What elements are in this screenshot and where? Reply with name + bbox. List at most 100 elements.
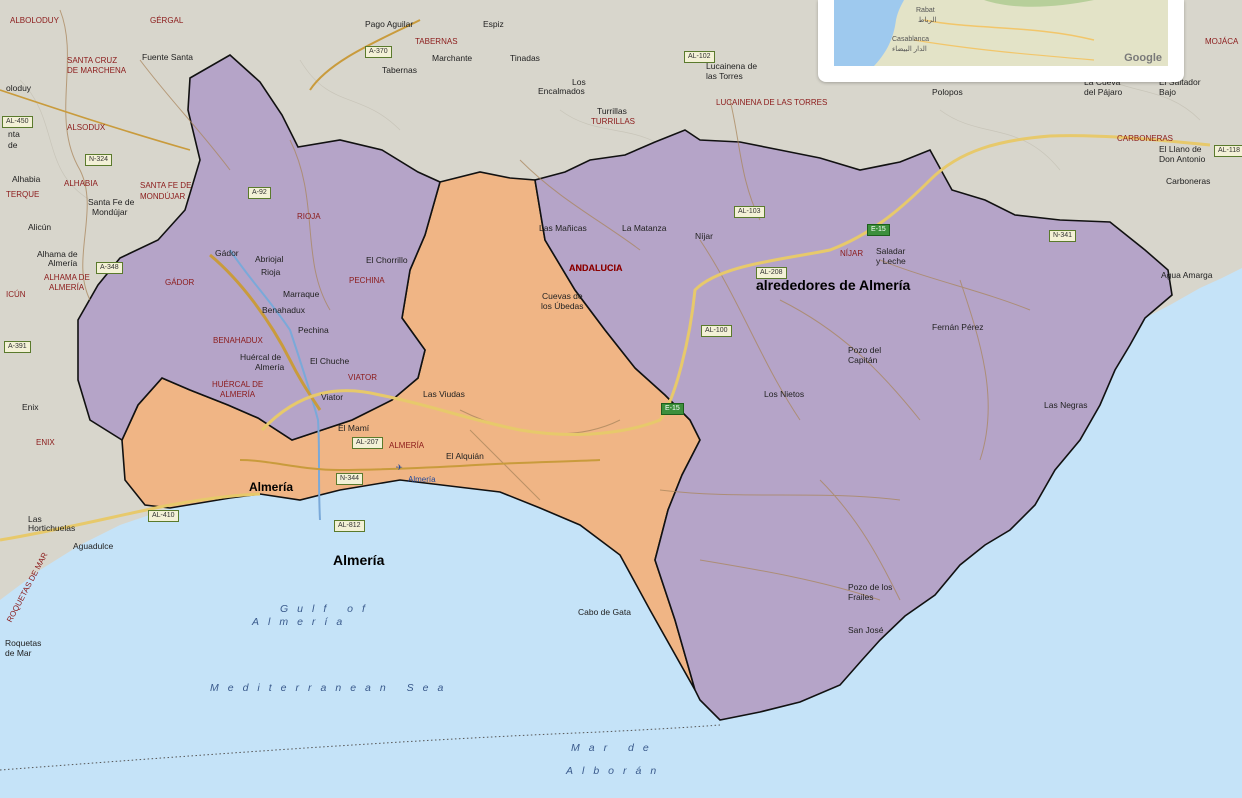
place-label[interactable]: ALHABIA bbox=[64, 179, 98, 188]
place-label[interactable]: Saladar bbox=[876, 246, 906, 256]
place-label[interactable]: TERQUE bbox=[6, 190, 40, 199]
place-label[interactable]: Las Negras bbox=[1044, 400, 1088, 410]
place-label[interactable]: y Leche bbox=[876, 256, 906, 266]
place-label[interactable]: Don Antonio bbox=[1159, 154, 1206, 164]
place-label[interactable]: MOJÁCA bbox=[1205, 37, 1239, 46]
place-label[interactable]: Benahadux bbox=[262, 305, 306, 315]
place-label[interactable]: El Llano de bbox=[1159, 144, 1202, 154]
place-label[interactable]: ALHAMA DE bbox=[44, 273, 90, 282]
place-label[interactable]: Pozo de los bbox=[848, 582, 893, 592]
place-label[interactable]: El Chuche bbox=[310, 356, 350, 366]
place-label[interactable]: Lucainena de bbox=[706, 61, 758, 71]
place-label[interactable]: ALSODUX bbox=[67, 123, 106, 132]
place-label[interactable]: Cuevas de bbox=[542, 291, 583, 301]
inset-map[interactable]: Rabat الرباط Casablanca الدار البيضاء Go… bbox=[834, 0, 1168, 66]
place-label[interactable]: El Mamí bbox=[338, 423, 370, 433]
place-label[interactable]: Almería bbox=[48, 258, 78, 268]
place-label[interactable]: La Matanza bbox=[622, 223, 667, 233]
place-label[interactable]: BENAHADUX bbox=[213, 336, 263, 345]
place-label[interactable]: SANTA CRUZ bbox=[67, 56, 118, 65]
place-label[interactable]: CARBONERAS bbox=[1117, 134, 1174, 143]
place-label[interactable]: Agua Amarga bbox=[1161, 270, 1213, 280]
place-label[interactable]: GÉRGAL bbox=[150, 16, 184, 25]
place-label[interactable]: Cabo de Gata bbox=[578, 607, 631, 617]
place-label[interactable]: Tinadas bbox=[510, 53, 540, 63]
place-label[interactable]: Carboneras bbox=[1166, 176, 1211, 186]
place-label[interactable]: Alhabia bbox=[12, 174, 41, 184]
place-label[interactable]: VIATOR bbox=[348, 373, 378, 382]
place-label[interactable]: NÍJAR bbox=[840, 249, 864, 258]
place-label[interactable]: Pechina bbox=[298, 325, 329, 335]
place-label[interactable]: Polopos bbox=[932, 87, 963, 97]
place-label[interactable]: ICÚN bbox=[6, 290, 26, 299]
place-label[interactable]: Bajo bbox=[1159, 87, 1177, 97]
place-label[interactable]: ENIX bbox=[36, 438, 55, 447]
place-label[interactable]: Rioja bbox=[261, 267, 281, 277]
region-label-almeria[interactable]: Almería bbox=[333, 552, 385, 568]
place-label[interactable]: MONDÚJAR bbox=[140, 192, 186, 201]
place-label[interactable]: Espiz bbox=[483, 19, 504, 29]
place-label[interactable]: Enix bbox=[22, 402, 39, 412]
place-label[interactable]: Las bbox=[28, 514, 42, 524]
place-label[interactable]: Gádor bbox=[215, 248, 239, 258]
place-label[interactable]: SANTA FE DE bbox=[140, 181, 192, 190]
place-label[interactable]: Tabernas bbox=[382, 65, 417, 75]
place-label[interactable]: Huércal de bbox=[240, 352, 282, 362]
place-label[interactable]: Pago Aguilar bbox=[365, 19, 414, 29]
place-label[interactable]: oloduy bbox=[6, 83, 32, 93]
place-label[interactable]: Almería bbox=[255, 362, 285, 372]
place-label[interactable]: Marraque bbox=[283, 289, 320, 299]
place-label[interactable]: Las Mañicas bbox=[539, 223, 587, 233]
place-label[interactable]: Fuente Santa bbox=[142, 52, 194, 62]
place-label[interactable]: DE MARCHENA bbox=[67, 66, 127, 75]
place-label[interactable]: ALMERÍA bbox=[49, 283, 85, 292]
place-label[interactable]: RIOJA bbox=[297, 212, 321, 221]
place-label[interactable]: Alicún bbox=[28, 222, 52, 232]
place-label[interactable]: Turrillas bbox=[597, 106, 627, 116]
place-label[interactable]: Hortichuelas bbox=[28, 523, 76, 533]
place-label[interactable]: TABERNAS bbox=[415, 37, 458, 46]
place-label[interactable]: PECHINA bbox=[349, 276, 385, 285]
place-label[interactable]: El Chorrillo bbox=[366, 255, 408, 265]
place-label[interactable]: Los bbox=[572, 77, 586, 87]
place-label[interactable]: Viator bbox=[321, 392, 344, 402]
place-label[interactable]: San José bbox=[848, 625, 884, 635]
place-label[interactable]: Mondújar bbox=[92, 207, 128, 217]
place-label[interactable]: Almería bbox=[249, 480, 294, 494]
place-label[interactable]: Santa Fe de bbox=[88, 197, 135, 207]
place-label[interactable]: El Alquián bbox=[446, 451, 484, 461]
place-label[interactable]: ALMERÍA bbox=[389, 441, 425, 450]
place-label[interactable]: nta bbox=[8, 129, 20, 139]
place-label[interactable]: Abriojal bbox=[255, 254, 284, 264]
region-label-alrededores[interactable]: alrededores de Almería bbox=[756, 277, 911, 293]
place-label[interactable]: los Úbedas bbox=[541, 301, 584, 311]
place-label[interactable]: Encalmados bbox=[538, 86, 585, 96]
place-label[interactable]: Frailes bbox=[848, 592, 874, 602]
place-label[interactable]: TURRILLAS bbox=[591, 117, 636, 126]
airport-label[interactable]: ✈ Almería bbox=[396, 464, 436, 484]
place-label[interactable]: GÁDOR bbox=[165, 278, 195, 287]
place-label[interactable]: Aguadulce bbox=[73, 541, 114, 551]
place-label[interactable]: Fernán Pérez bbox=[932, 322, 984, 332]
place-label[interactable]: del Pájaro bbox=[1084, 87, 1123, 97]
place-label[interactable]: La Cueva bbox=[1084, 77, 1121, 87]
place-label[interactable]: Alhama de bbox=[37, 249, 78, 259]
place-label[interactable]: las Torres bbox=[706, 71, 743, 81]
place-label[interactable]: Capitán bbox=[848, 355, 878, 365]
place-label[interactable]: HUÉRCAL DE bbox=[212, 380, 264, 389]
place-label[interactable]: Marchante bbox=[432, 53, 473, 63]
place-label[interactable]: de bbox=[8, 140, 18, 150]
place-label[interactable]: de Mar bbox=[5, 648, 32, 658]
place-label[interactable]: Roquetas bbox=[5, 638, 42, 648]
place-label[interactable]: El Saltador bbox=[1159, 77, 1201, 87]
place-label[interactable]: LUCAINENA DE LAS TORRES bbox=[716, 98, 828, 107]
place-label[interactable]: ALMERÍA bbox=[220, 390, 256, 399]
inset-map-panel[interactable]: Rabat الرباط Casablanca الدار البيضاء Go… bbox=[818, 0, 1184, 82]
place-label[interactable]: Los Nietos bbox=[764, 389, 805, 399]
place-label[interactable]: Las Viudas bbox=[423, 389, 465, 399]
place-label[interactable]: ALBOLODUY bbox=[10, 16, 59, 25]
place-label[interactable]: Níjar bbox=[695, 231, 713, 241]
place-label[interactable]: Pozo del bbox=[848, 345, 882, 355]
